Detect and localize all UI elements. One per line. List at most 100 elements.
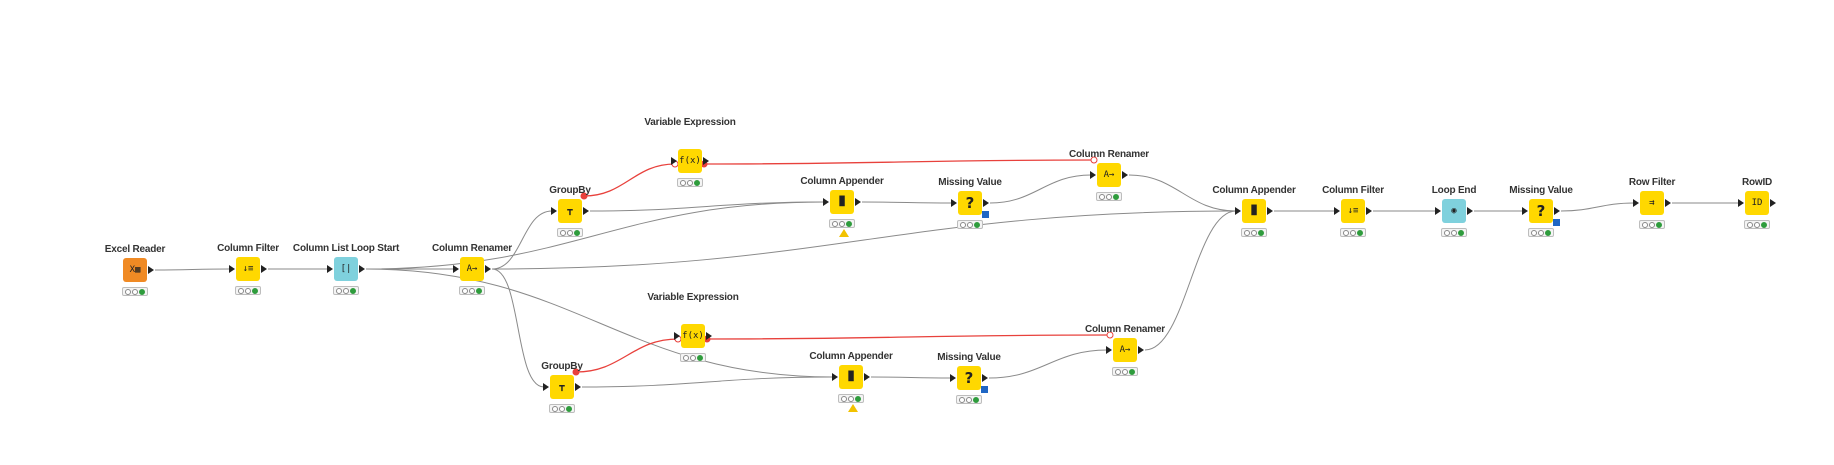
output-port[interactable] xyxy=(1554,207,1560,215)
node-groupby-top[interactable]: GroupBy┳ xyxy=(510,185,630,255)
data-connection[interactable] xyxy=(861,201,953,204)
output-port[interactable] xyxy=(1138,346,1144,354)
node-missing-value-final[interactable]: Missing Value? xyxy=(1481,185,1601,255)
data-connection[interactable] xyxy=(989,174,1092,204)
node-missing-value-top[interactable]: Missing Value? xyxy=(910,177,1030,247)
data-connection[interactable] xyxy=(581,376,834,388)
data-connection[interactable] xyxy=(589,201,825,212)
column-filter-icon[interactable]: ↓≡ xyxy=(1341,199,1365,223)
missing-value-icon[interactable]: ? xyxy=(958,191,982,215)
output-port[interactable] xyxy=(583,207,589,215)
missing-value-icon[interactable]: ? xyxy=(1529,199,1553,223)
input-port[interactable] xyxy=(1106,346,1112,354)
input-port[interactable] xyxy=(551,207,557,215)
input-port[interactable] xyxy=(1334,207,1340,215)
data-connection[interactable] xyxy=(154,268,231,271)
node-groupby-bottom[interactable]: GroupBy┳ xyxy=(502,361,622,431)
input-port[interactable] xyxy=(1435,207,1441,215)
column-appender-icon[interactable]: ▐▌ xyxy=(1242,199,1266,223)
input-port[interactable] xyxy=(1633,199,1639,207)
output-port[interactable] xyxy=(359,265,365,273)
output-port[interactable] xyxy=(703,157,709,165)
input-port[interactable] xyxy=(671,157,677,165)
groupby-icon[interactable]: ┳ xyxy=(550,375,574,399)
output-port[interactable] xyxy=(1770,199,1776,207)
output-port[interactable] xyxy=(855,198,861,206)
node-loop-end[interactable]: Loop End◉ xyxy=(1394,185,1514,255)
output-port[interactable] xyxy=(982,374,988,382)
column-renamer-icon[interactable]: A→ xyxy=(460,257,484,281)
input-port[interactable] xyxy=(674,332,680,340)
output-port[interactable] xyxy=(706,332,712,340)
model-output-port[interactable] xyxy=(982,211,989,218)
rowid-icon[interactable]: ID xyxy=(1745,191,1769,215)
output-port[interactable] xyxy=(1665,199,1671,207)
flow-variable-connection[interactable] xyxy=(703,159,1095,165)
variable-expression-icon[interactable]: f(x) xyxy=(678,149,702,173)
node-column-filter-1[interactable]: Column Filter↓≡ xyxy=(188,243,308,313)
node-column-filter-2[interactable]: Column Filter↓≡ xyxy=(1293,185,1413,255)
output-port[interactable] xyxy=(983,199,989,207)
node-column-appender-final[interactable]: Column Appender▐▌ xyxy=(1194,185,1314,255)
node-column-appender-top[interactable]: Column Appender▐▌ xyxy=(782,176,902,246)
input-port[interactable] xyxy=(1522,207,1528,215)
data-connection[interactable] xyxy=(1560,202,1635,212)
input-port[interactable] xyxy=(1738,199,1744,207)
column-renamer-icon[interactable]: A→ xyxy=(1113,338,1137,362)
input-port[interactable] xyxy=(1090,171,1096,179)
flow-variable-port[interactable] xyxy=(580,192,588,200)
input-port[interactable] xyxy=(229,265,235,273)
data-connection[interactable] xyxy=(491,268,545,388)
groupby-icon[interactable]: ┳ xyxy=(558,199,582,223)
input-port[interactable] xyxy=(543,383,549,391)
column-appender-icon[interactable]: ▐▌ xyxy=(830,190,854,214)
row-filter-icon[interactable]: ⇉ xyxy=(1640,191,1664,215)
flow-variable-connection[interactable] xyxy=(706,334,1111,340)
flow-variable-port[interactable] xyxy=(1090,156,1098,164)
column-appender-icon[interactable]: ▐▌ xyxy=(839,365,863,389)
output-port[interactable] xyxy=(485,265,491,273)
model-output-port[interactable] xyxy=(1553,219,1560,226)
input-port[interactable] xyxy=(453,265,459,273)
model-output-port[interactable] xyxy=(981,386,988,393)
input-port[interactable] xyxy=(1235,207,1241,215)
node-row-filter[interactable]: Row Filter⇉ xyxy=(1592,177,1712,247)
missing-value-icon[interactable]: ? xyxy=(957,366,981,390)
excel-icon[interactable]: X▦ xyxy=(123,258,147,282)
flow-variable-connection[interactable] xyxy=(583,163,676,197)
flow-variable-port[interactable] xyxy=(572,368,580,376)
column-filter-icon[interactable]: ↓≡ xyxy=(236,257,260,281)
data-connection[interactable] xyxy=(870,376,952,379)
input-port[interactable] xyxy=(327,265,333,273)
data-connection[interactable] xyxy=(1144,210,1237,351)
output-port[interactable] xyxy=(1122,171,1128,179)
output-port[interactable] xyxy=(575,383,581,391)
data-connection[interactable] xyxy=(491,210,1237,270)
flow-variable-connection[interactable] xyxy=(575,338,679,373)
data-connection[interactable] xyxy=(988,349,1108,379)
data-connection[interactable] xyxy=(365,268,834,378)
output-port[interactable] xyxy=(864,373,870,381)
input-port[interactable] xyxy=(950,374,956,382)
output-port[interactable] xyxy=(1366,207,1372,215)
output-port[interactable] xyxy=(1467,207,1473,215)
input-port[interactable] xyxy=(951,199,957,207)
column-renamer-icon[interactable]: A→ xyxy=(1097,163,1121,187)
input-port[interactable] xyxy=(832,373,838,381)
data-connection[interactable] xyxy=(365,201,825,270)
flow-variable-port[interactable] xyxy=(1106,331,1114,339)
data-connection[interactable] xyxy=(491,210,553,270)
input-port[interactable] xyxy=(823,198,829,206)
node-missing-value-bottom[interactable]: Missing Value? xyxy=(909,352,1029,422)
loop-end-icon[interactable]: ◉ xyxy=(1442,199,1466,223)
data-connection[interactable] xyxy=(1128,174,1237,212)
node-column-appender-bottom[interactable]: Column Appender▐▌ xyxy=(791,351,911,421)
output-port[interactable] xyxy=(148,266,154,274)
